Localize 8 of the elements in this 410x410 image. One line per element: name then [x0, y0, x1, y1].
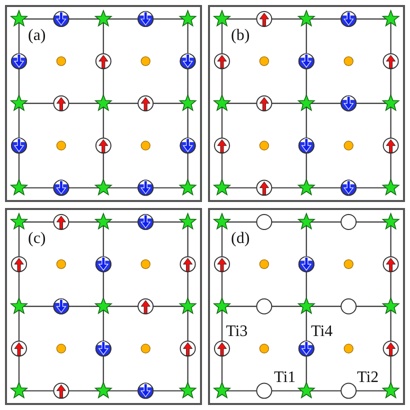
panel-label: (b) — [231, 28, 250, 44]
panel-label: (c) — [28, 231, 46, 247]
site-label: Ti3 — [226, 324, 248, 340]
site-label: Ti2 — [357, 370, 379, 386]
site-label: Ti4 — [311, 324, 333, 340]
site-label: Ti1 — [274, 370, 296, 386]
panel-label: (a) — [28, 28, 46, 44]
panel-label: (d) — [231, 231, 250, 247]
